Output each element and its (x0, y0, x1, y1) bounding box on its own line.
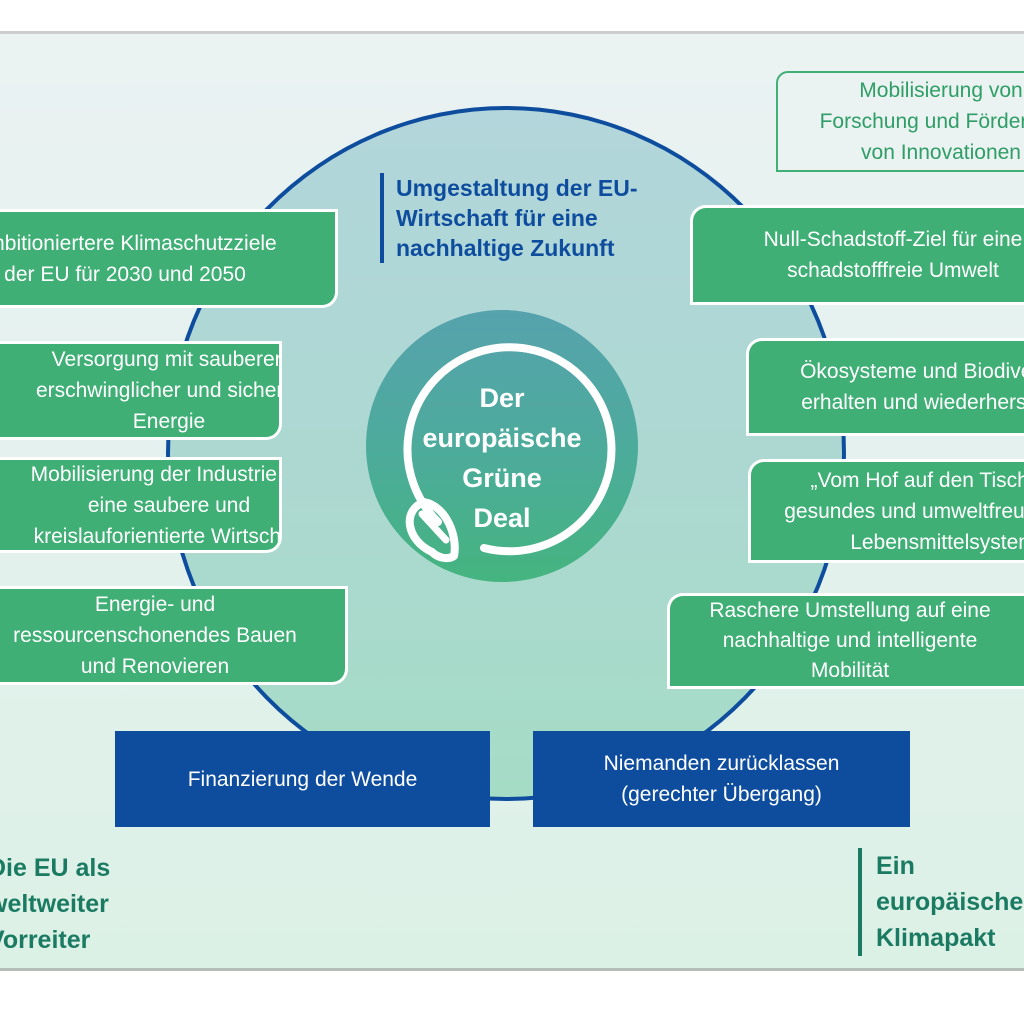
item-line: Forschung und Förderung (819, 110, 1024, 133)
item-line: (gerechter Übergang) (621, 783, 822, 806)
center-title-line: europäische (422, 423, 582, 453)
item-line: nachhaltige und intelligente (722, 629, 978, 652)
footer-heading-line: europäischer (876, 888, 1024, 916)
item-line: Energie (132, 410, 206, 433)
left-item-climate-targets: Ambitioniertere Klimaschutzziele der EU … (0, 209, 338, 308)
bottom-item-just-transition: Niemanden zurücklassen (gerechter Überga… (533, 731, 910, 827)
item-line: Raschere Umstellung auf eine (709, 599, 991, 622)
center-title-line: Deal (473, 503, 531, 533)
center-title: Der europäische Grüne Deal (390, 378, 614, 538)
left-item-clean-energy: Versorgung mit sauberer, erschwinglicher… (0, 341, 282, 440)
item-line: Ambitioniertere Klimaschutzziele (0, 231, 277, 255)
main-heading: Umgestaltung der EU- Wirtschaft für eine… (380, 173, 638, 263)
center-title-line: Grüne (462, 463, 542, 493)
item-line: Lebensmittelsystem (850, 530, 1024, 554)
ring-arc (403, 343, 616, 556)
left-item-building: Energie- und ressourcenschonendes Bauen … (0, 586, 348, 685)
footer-heading-line: Ein (876, 852, 915, 880)
item-line: Mobilisierung von (859, 79, 1023, 102)
left-item-industry: Mobilisierung der Industrie für eine sau… (0, 457, 282, 553)
footer-heading-line: Klimapakt (876, 924, 996, 952)
item-line: kreislauforientierte Wirtschaft (33, 524, 282, 548)
footer-heading-global-leader: Die EU als weltweiter Vorreiter (0, 850, 110, 958)
center-title-line: Der (479, 383, 525, 413)
right-item-zero-pollution: Null-Schadstoff-Ziel für eine schadstoff… (690, 205, 1024, 305)
item-line: Ökosysteme und Biodiversität (800, 360, 1024, 383)
main-heading-line: nachhaltige Zukunft (396, 235, 615, 261)
item-line: Mobilität (810, 659, 890, 682)
item-line: Energie- und (94, 593, 216, 616)
item-line: erschwinglicher und sicherer (35, 379, 282, 402)
right-item-ecosystems: Ökosysteme und Biodiversität erhalten un… (746, 338, 1024, 436)
right-item-mobility: Raschere Umstellung auf eine nachhaltige… (667, 593, 1024, 689)
main-heading-line: Umgestaltung der EU- (396, 175, 638, 201)
leaf-icon (405, 498, 459, 563)
footer-heading-line: weltweiter (0, 890, 109, 918)
item-line: Mobilisierung der Industrie für (30, 462, 282, 486)
item-line: eine saubere und (87, 493, 251, 517)
core-ring (403, 343, 616, 563)
item-line: erhalten und wiederherstellen (801, 391, 1024, 414)
item-line: Finanzierung der Wende (187, 767, 418, 791)
item-line: „Vom Hof auf den Tisch“: ein (810, 468, 1024, 492)
main-heading-line: Wirtschaft für eine (396, 205, 598, 231)
item-line: und Renovieren (80, 655, 230, 678)
item-line: Versorgung mit sauberer, (51, 348, 282, 371)
item-line: schadstofffreie Umwelt (787, 259, 999, 282)
item-line: Niemanden zurücklassen (603, 752, 840, 775)
right-item-farm-to-fork: „Vom Hof auf den Tisch“: ein gesundes un… (748, 459, 1024, 563)
footer-heading-climate-pact: Ein europäischer Klimapakt (858, 848, 1024, 956)
item-line: Null-Schadstoff-Ziel für eine (763, 228, 1023, 251)
item-line: ressourcenschonendes Bauen (13, 624, 297, 647)
bottom-item-financing: Finanzierung der Wende (115, 731, 490, 827)
item-line: der EU für 2030 und 2050 (4, 262, 246, 286)
item-line: von Innovationen (861, 141, 1021, 164)
footer-heading-line: Vorreiter (0, 926, 91, 954)
item-line: gesundes und umweltfreundliches (784, 499, 1024, 523)
footer-heading-line: Die EU als (0, 854, 111, 882)
outline-item-innovation: Mobilisierung von Forschung und Förderun… (776, 71, 1024, 172)
